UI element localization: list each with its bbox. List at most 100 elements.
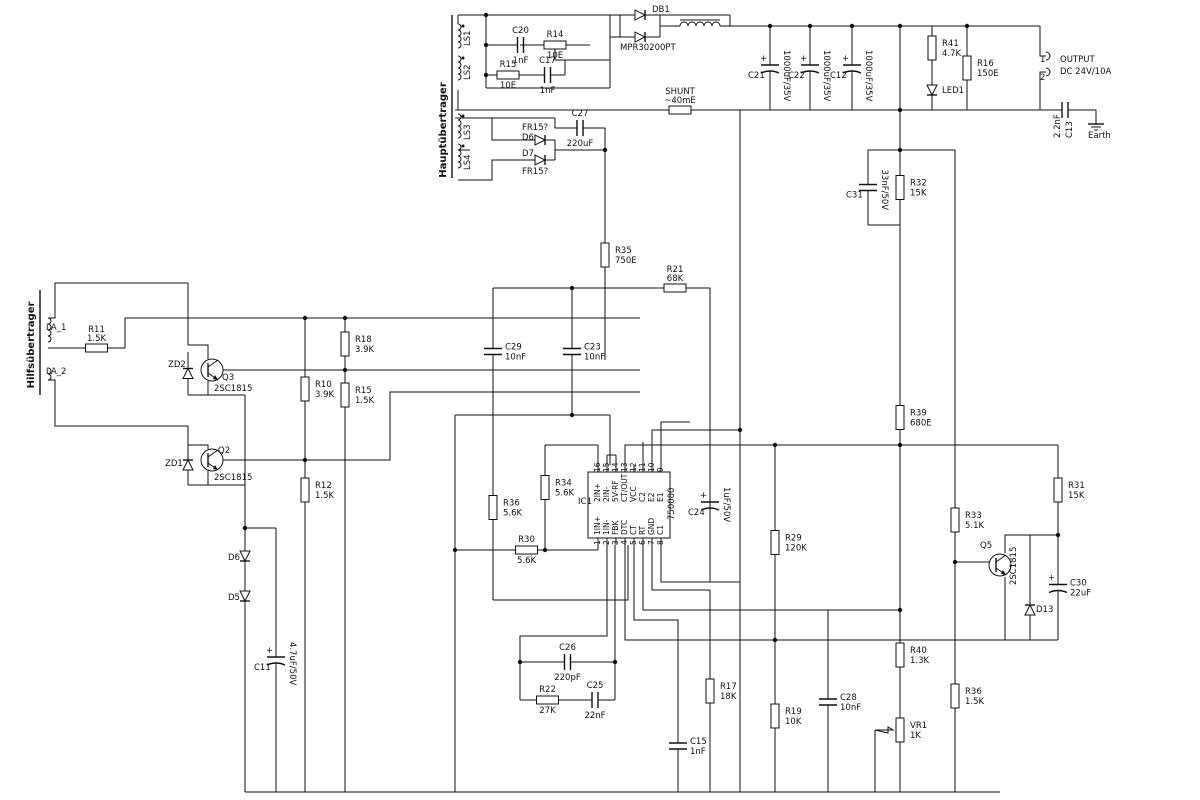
cap-c30: + [1048, 535, 1068, 640]
cap-c23 [563, 288, 581, 415]
res-r39 [895, 225, 905, 610]
res-r10 [300, 318, 310, 460]
wire [188, 471, 209, 486]
ic1-pin-name: FBK [611, 520, 620, 535]
res-r18 [340, 318, 350, 370]
ref-label: C25 [587, 681, 604, 691]
cap-c26 [520, 654, 615, 670]
wire [900, 149, 956, 440]
wire [651, 545, 710, 591]
db1-value: MPR30200PT [620, 43, 677, 53]
wire [493, 545, 629, 601]
wire [188, 381, 209, 396]
value-label: 150E [977, 69, 999, 79]
value-label: 750E [615, 256, 637, 266]
ic1-pin-num: 2 [602, 540, 611, 545]
db1-ref: DB1 [652, 5, 670, 15]
npn-q2 [200, 448, 224, 472]
wires [48, 12, 1097, 793]
value-label: 18K [720, 692, 737, 702]
wire [48, 282, 189, 345]
value-label: 15K [910, 189, 927, 199]
ic1-pin-num: 1 [593, 540, 602, 545]
ic1-pin-num: 7 [647, 540, 656, 545]
winding-ls3: LS3 [463, 124, 473, 140]
wire [188, 444, 209, 449]
value-label: 68K [667, 274, 684, 284]
value-label: 10K [785, 717, 802, 727]
value-label: 680E [910, 419, 932, 429]
res-r41 [927, 26, 937, 70]
ref-label: C29 [505, 343, 522, 353]
earth-label: Earth [1088, 131, 1111, 141]
ref-label: R10 [315, 380, 332, 390]
ref-label: R41 [942, 39, 959, 49]
ref-label: C30 [1070, 579, 1087, 589]
res-r36a [488, 415, 498, 600]
wire [124, 317, 640, 348]
cap-c13 [1061, 102, 1104, 131]
ref-label: R30 [518, 535, 535, 545]
ref-label: C17 [539, 56, 556, 66]
led1 [926, 70, 938, 110]
winding-la2: LA_2 [46, 367, 66, 377]
value-label: 1K [910, 731, 921, 741]
wire [1004, 534, 1058, 553]
d6a-ref: D6 [522, 133, 534, 143]
wire [633, 545, 679, 700]
wire [458, 159, 525, 181]
res-r22 [520, 695, 575, 705]
ic1-pin-num: 11 [638, 462, 647, 472]
diode-db1a [620, 9, 660, 21]
ic1-pin-name: C1 [656, 525, 665, 535]
npn-q5 [988, 553, 1012, 577]
diode-d6a [525, 134, 555, 146]
ref-label: C15 [690, 737, 707, 747]
zd2-ref: ZD2 [168, 360, 186, 370]
main-transformer-label: Hauptübertrager [438, 82, 449, 178]
value-label: 1nF [540, 86, 556, 96]
cap-c15 [669, 700, 687, 792]
value-label: 27K [539, 706, 556, 716]
junction-dot [897, 107, 903, 113]
value-label: 220uF [567, 139, 594, 149]
junction-dot [737, 427, 743, 433]
res-r40 [895, 610, 905, 700]
q5-value: 2SC1815 [1009, 547, 1019, 585]
wire [519, 545, 608, 700]
diode-d13 [1024, 595, 1036, 625]
ic1-pin-name: C2 [638, 492, 647, 502]
svg-text:+: + [760, 54, 767, 64]
ref-label: R31 [1068, 481, 1085, 491]
value-label: 1000uF/35V [821, 50, 831, 102]
wire [223, 391, 640, 461]
value-label: 1nF [690, 747, 706, 757]
value-label: ~40mE [664, 96, 696, 106]
wire [624, 545, 1030, 641]
ic1-pin-name: CT [629, 525, 638, 535]
ic1-pin-num: 9 [656, 467, 665, 472]
ic1-pin-num: 16 [593, 462, 602, 472]
ic1-pin-name: DTC [620, 520, 629, 535]
c13-ref: C13 [1065, 121, 1075, 138]
ref-label: C24 [688, 508, 705, 518]
aux-transformer-label: Hilfsübertrager [26, 302, 37, 389]
res-r21 [640, 283, 710, 293]
ic1-pin-num: 4 [620, 540, 629, 545]
ref-label: R32 [910, 179, 927, 189]
ic1-pin-num: 5 [629, 540, 638, 545]
value-label: 33nF/50V [879, 170, 889, 211]
ic1-pin-num: 8 [656, 540, 665, 545]
wire [624, 444, 1058, 465]
aux-transformer [39, 290, 52, 395]
ref-label: C22 [788, 71, 805, 81]
pot-vr1 [874, 726, 895, 734]
res-r35 [600, 150, 610, 360]
winding-ls4: LS4 [463, 154, 473, 170]
wire [660, 545, 740, 583]
value-label: 10nF [505, 353, 526, 363]
cap-c17 [530, 67, 565, 83]
wire [660, 421, 690, 465]
ref-label: C20 [512, 26, 529, 36]
ic1-pin-num: 3 [611, 540, 620, 545]
